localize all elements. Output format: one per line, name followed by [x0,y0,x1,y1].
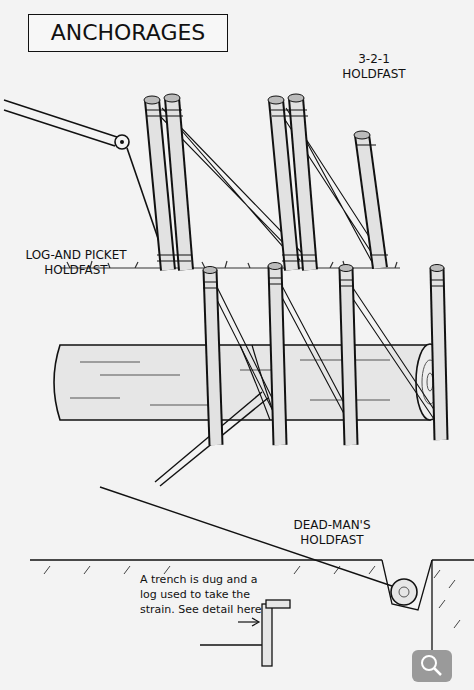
picket [172,98,186,270]
picket [152,100,168,270]
picket [296,98,310,270]
picket [437,268,441,440]
picket [346,268,351,445]
detail-rope [200,644,262,645]
lashing-wrap [203,278,444,288]
picket-top [339,265,353,272]
log-ring [399,587,409,597]
note: A trench is dug and a log used to take t… [140,572,264,617]
picket [362,135,380,268]
part-label: LOG-AND PICKET HOLDFAST [14,248,138,278]
picket-top [430,265,444,272]
picket-top [144,96,160,104]
search-icon [412,650,452,682]
ground-line [30,559,474,560]
picket [276,100,292,270]
search-icon-handle [434,668,441,675]
pulley-axle [120,140,124,144]
picket [296,98,310,270]
detail-log [262,604,272,666]
picket-top [354,131,370,139]
part-label: DEAD-MAN'S HOLDFAST [284,518,380,548]
leader-line [238,621,258,622]
leader-arrowhead [252,618,259,626]
picket [276,100,292,270]
picket [362,135,380,268]
picket-top [288,94,304,102]
picket [210,270,216,445]
rope [100,487,392,586]
part-label: 3-2-1 HOLDFAST [332,52,416,82]
rope [4,110,115,146]
picket-top [203,267,217,274]
picket-top [268,263,282,270]
lashing-wrap [146,110,388,261]
picket [346,268,351,445]
buried-log [391,579,417,605]
picket [152,100,168,270]
rope [4,100,117,137]
detail-bar [266,600,290,608]
picket [172,98,186,270]
pulley [115,135,129,149]
picket-top [164,94,180,102]
search-icon-lens [422,656,436,670]
picket-top [268,96,284,104]
trench-wall [431,560,432,650]
picket [210,270,216,445]
soil-hatch [44,566,460,628]
picket [275,266,280,445]
lashing-rope [212,284,441,425]
title: ANCHORAGES [28,14,228,52]
picket [275,266,280,445]
picket [437,268,441,440]
